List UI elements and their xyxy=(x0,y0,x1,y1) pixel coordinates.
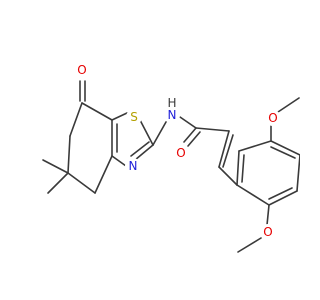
ketone-oxygen-label: O xyxy=(77,63,86,77)
bond-s-c2 xyxy=(139,119,154,146)
bond-ome-bot-b xyxy=(237,237,262,253)
bond-ar-1b xyxy=(241,154,245,183)
bond-ar-2 xyxy=(238,140,272,152)
methoxy-oxygen-bottom-label: O xyxy=(263,225,272,239)
bond-ca-cb xyxy=(218,130,230,168)
atom-label-layer: O S N H N O O O xyxy=(74,62,281,240)
molecule-diagram: O S N H N O O O xyxy=(42,62,300,253)
bond-c2-n3-b xyxy=(130,141,150,157)
bond-ome-bot-a xyxy=(266,204,270,226)
bond-ca-cb-b xyxy=(222,134,234,168)
amide-nitrogen-label: N xyxy=(168,108,177,122)
bond-methyl-1 xyxy=(42,159,69,174)
bond-c4-c3a xyxy=(94,155,113,194)
bond-layer xyxy=(42,80,300,253)
bond-c7a-s xyxy=(111,112,128,121)
bond-nh-co xyxy=(179,116,197,129)
amide-oxygen-label: O xyxy=(176,146,185,160)
bond-c5-c4 xyxy=(67,172,96,194)
bond-ome-top-b xyxy=(277,97,300,113)
bond-co-ca xyxy=(195,127,230,132)
bond-ar-5b xyxy=(268,187,293,200)
amide-hydrogen-label: H xyxy=(167,96,176,110)
bond-c6-c5 xyxy=(67,135,71,174)
thiazole-nitrogen-label: N xyxy=(129,159,138,173)
bond-ar-4 xyxy=(296,154,300,192)
bond-n3-c3a xyxy=(111,155,127,167)
bond-ar-3 xyxy=(270,140,300,156)
bond-c7-c7a xyxy=(81,102,113,121)
bond-cb-ar xyxy=(218,166,238,186)
bond-c2-n3 xyxy=(134,144,154,161)
bond-c2-nh xyxy=(152,121,167,146)
bond-ar-3b xyxy=(270,146,296,159)
bond-c7-c6 xyxy=(69,102,83,137)
bond-ar-6 xyxy=(236,184,270,206)
thiazole-sulfur-label: S xyxy=(130,110,138,124)
bond-ar-5 xyxy=(268,190,298,206)
bond-amide-co-a xyxy=(183,127,197,143)
bond-methyl-2 xyxy=(47,172,69,194)
methoxy-oxygen-top-label: O xyxy=(268,111,277,125)
bond-ar-1 xyxy=(236,150,240,186)
bond-amide-co-b xyxy=(187,131,201,147)
